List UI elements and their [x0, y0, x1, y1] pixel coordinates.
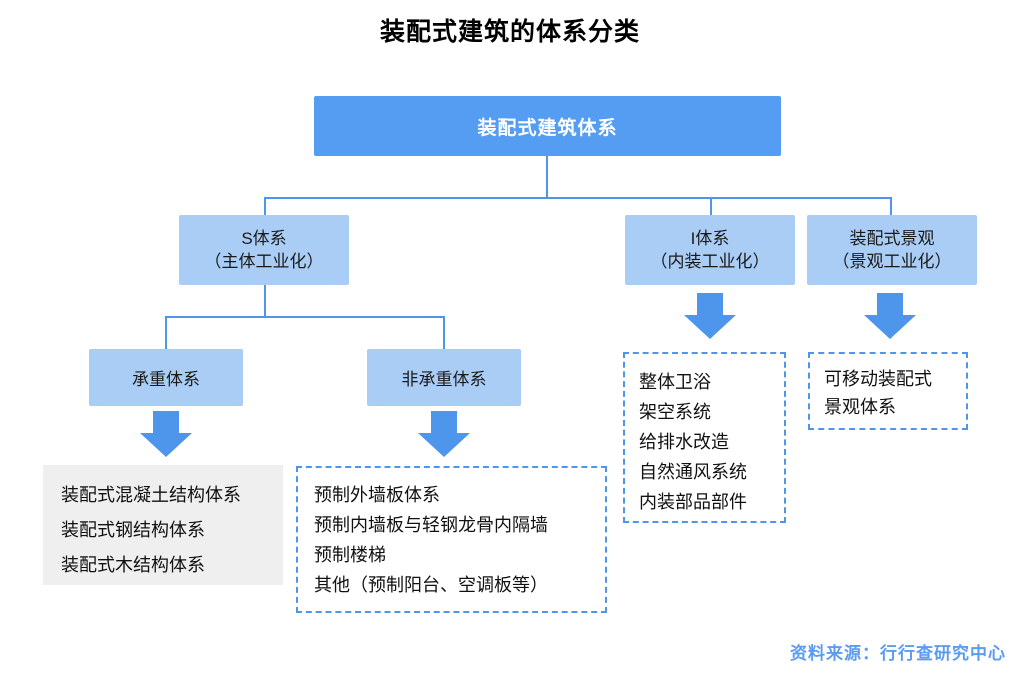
connector-line [264, 285, 266, 316]
node-s-system-label: S体系 [241, 229, 287, 248]
node-landscape: 装配式景观 （景观工业化） [807, 215, 977, 285]
node-i-system: I体系 （内装工业化） [625, 215, 795, 285]
down-arrow-icon [140, 411, 192, 457]
list-item: 预制外墙板体系 [314, 485, 440, 505]
list-item: 可移动装配式 [824, 369, 932, 389]
down-arrow-icon [684, 293, 736, 339]
connector-line [264, 197, 892, 199]
connector-line [165, 317, 167, 349]
list-item: 景观体系 [824, 397, 896, 417]
list-item: 整体卫浴 [639, 372, 711, 392]
list-item: 装配式木结构体系 [61, 555, 205, 575]
leaf-box-bearing-items: 装配式混凝土结构体系装配式钢结构体系装配式木结构体系 [43, 465, 283, 585]
connector-line [710, 198, 712, 216]
connector-line [546, 156, 548, 198]
node-root: 装配式建筑体系 [314, 96, 781, 156]
leaf-box-landscape-items: 可移动装配式景观体系 [808, 352, 968, 430]
node-bearing-system: 承重体系 [89, 349, 243, 406]
connector-line [443, 317, 445, 349]
list-item: 预制内墙板与轻钢龙骨内隔墙 [314, 515, 548, 535]
node-nonbearing-system: 非承重体系 [367, 349, 521, 406]
list-item: 装配式混凝土结构体系 [61, 485, 241, 505]
list-item: 自然通风系统 [639, 462, 747, 482]
node-bearing-system-label: 承重体系 [132, 370, 200, 389]
leaf-box-nonbearing-items: 预制外墙板体系预制内墙板与轻钢龙骨内隔墙预制楼梯其他（预制阳台、空调板等） [296, 466, 607, 613]
down-arrow-icon [864, 293, 916, 339]
list-item: 预制楼梯 [314, 545, 386, 565]
leaf-box-i-system-items: 整体卫浴架空系统给排水改造自然通风系统内装部品部件 [623, 352, 786, 523]
node-root-label: 装配式建筑体系 [477, 117, 618, 139]
connector-line [890, 198, 892, 216]
down-arrow-icon [418, 411, 470, 457]
data-source-caption: 资料来源：行行查研究中心 [790, 644, 1006, 663]
connector-line [165, 316, 445, 318]
list-item: 架空系统 [639, 402, 711, 422]
node-i-system-label: I体系 [690, 229, 730, 248]
list-item: 给排水改造 [639, 432, 729, 452]
list-item: 内装部品部件 [639, 492, 747, 512]
list-item: 装配式钢结构体系 [61, 520, 205, 540]
node-nonbearing-system-label: 非承重体系 [401, 370, 487, 389]
node-i-system-sublabel: （内装工业化） [650, 252, 770, 271]
node-s-system: S体系 （主体工业化） [179, 215, 349, 285]
list-item: 其他（预制阳台、空调板等） [314, 575, 548, 595]
diagram-title: 装配式建筑的体系分类 [379, 18, 640, 46]
node-s-system-sublabel: （主体工业化） [204, 252, 324, 271]
node-landscape-sublabel: （景观工业化） [832, 252, 952, 271]
connector-line [264, 198, 266, 216]
node-landscape-label: 装配式景观 [849, 229, 935, 248]
